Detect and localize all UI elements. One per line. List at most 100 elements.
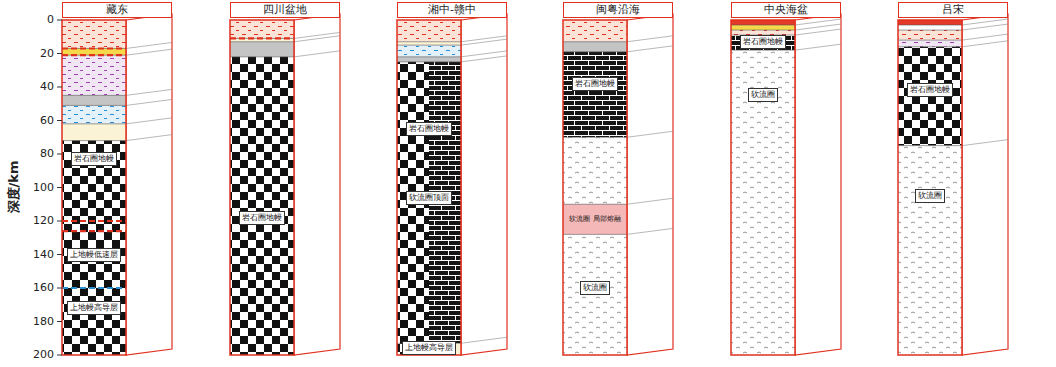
layer-name: 软流圈: [918, 191, 942, 201]
side-boundary: [126, 99, 172, 105]
layer-name: 软流圈 局部熔融: [569, 214, 620, 224]
rock-layer: [62, 141, 126, 355]
side-boundary: [461, 39, 507, 45]
side-face: [294, 14, 340, 355]
side-boundary: [461, 337, 507, 343]
rock-layer: [898, 30, 962, 40]
layer-name: 岩石圈地幔: [409, 124, 449, 134]
rock-layer: [397, 62, 429, 355]
axis-title: 深度/km: [5, 161, 23, 214]
side-boundary: [126, 89, 172, 95]
rock-layer: [563, 20, 627, 42]
column-header: 藏东: [62, 2, 172, 18]
front-face-outline: [230, 20, 294, 355]
geologic-column-art: [230, 14, 340, 355]
layer-boundary: [230, 56, 294, 57]
rock-layer: [62, 48, 126, 55]
rock-layer: [898, 146, 962, 355]
rock-layer: [62, 105, 126, 123]
side-boundary: [294, 51, 340, 57]
column-header: 湘中-赣中: [397, 2, 507, 18]
tick-label: 120: [0, 214, 54, 228]
layer-boundary: [731, 25, 795, 26]
axis-tick: [57, 221, 62, 222]
rock-layer: [563, 52, 627, 137]
column-header: 闽粤沿海: [563, 2, 673, 18]
layer-label-box: 岩石圈地幔: [239, 211, 285, 225]
layer-label-box: 岩石圈地幔: [907, 83, 953, 97]
geologic-column: 闽粤沿海岩石圈地幔软流圈 局部熔融软流圈: [563, 2, 673, 355]
rock-layer: [898, 20, 962, 25]
dashed-interface: [62, 47, 126, 49]
layer-label-box: 软流圈: [915, 189, 945, 203]
side-boundary: [962, 24, 1008, 30]
layer-boundary: [731, 30, 795, 31]
layer-name: 岩石圈地幔: [910, 85, 950, 95]
rock-layer: [397, 45, 461, 57]
axis-tick: [57, 254, 62, 255]
side-boundary: [962, 140, 1008, 146]
layer-boundary: [898, 40, 962, 41]
layer-name: 岩石圈地幔: [242, 213, 282, 223]
side-boundary: [795, 29, 841, 35]
front-face-outline: [731, 20, 795, 355]
rock-layer: [898, 25, 962, 30]
layer-boundary: [62, 48, 126, 49]
side-boundary: [962, 19, 1008, 25]
axis-tick: [57, 187, 62, 188]
geologic-column: 中央海盆岩石圈地幔软流圈: [731, 2, 841, 355]
geologic-column-art: [62, 14, 172, 355]
layer-boundary: [563, 51, 627, 52]
rock-layer: [62, 55, 126, 95]
column-title: 湘中-赣中: [428, 3, 476, 16]
rock-layer: [731, 35, 795, 50]
geologic-column-art: [731, 14, 841, 355]
dashed-interface: [62, 287, 126, 289]
layer-boundary: [397, 56, 461, 57]
dashed-interface: [62, 220, 126, 222]
column-header: 吕宋: [898, 2, 1008, 18]
side-face: [962, 14, 1008, 355]
dashed-interface: [230, 37, 294, 39]
rock-layer: [563, 137, 627, 204]
side-boundary: [461, 36, 507, 42]
geologic-column: 四川盆地岩石圈地幔: [230, 2, 340, 355]
layer-boundary: [230, 38, 294, 39]
geologic-column: 湘中-赣中岩石圈地幔软流圈顶面上地幔高导层: [397, 2, 507, 355]
melt-band-label: 软流圈 局部熔融: [567, 213, 622, 225]
column-title: 藏东: [106, 3, 128, 16]
layer-label-box: 软流圈: [580, 281, 610, 295]
layer-label-box: 上地幔低速层: [67, 248, 121, 262]
column-title: 中央海盆: [764, 3, 808, 16]
layer-name: 软流圈: [583, 283, 607, 293]
column-title: 四川盆地: [263, 3, 307, 16]
layer-boundary: [62, 105, 126, 106]
layer-boundary: [898, 25, 962, 26]
tick-label: 140: [0, 248, 54, 262]
geologic-column-art: [563, 14, 673, 355]
side-boundary: [627, 198, 673, 204]
axis-tick: [57, 321, 62, 322]
tick-label: 60: [0, 114, 54, 128]
layer-boundary: [563, 41, 627, 42]
side-boundary: [962, 41, 1008, 47]
dashed-interface: [62, 54, 126, 56]
rock-layer: [230, 42, 294, 57]
layer-boundary: [563, 234, 627, 235]
layer-boundary: [898, 145, 962, 146]
rock-layer: [563, 234, 627, 355]
side-boundary: [627, 36, 673, 42]
side-boundary: [627, 131, 673, 137]
layer-boundary: [397, 61, 461, 62]
side-boundary: [126, 135, 172, 141]
axis-tick: [57, 87, 62, 88]
rock-layer: [563, 204, 627, 234]
side-face: [461, 14, 507, 355]
layer-name: 软流圈顶面: [409, 193, 449, 203]
layer-boundary: [230, 41, 294, 42]
layer-name: 软流圈: [751, 90, 775, 100]
rock-layer: [397, 57, 461, 62]
tick-label: 200: [0, 348, 54, 362]
